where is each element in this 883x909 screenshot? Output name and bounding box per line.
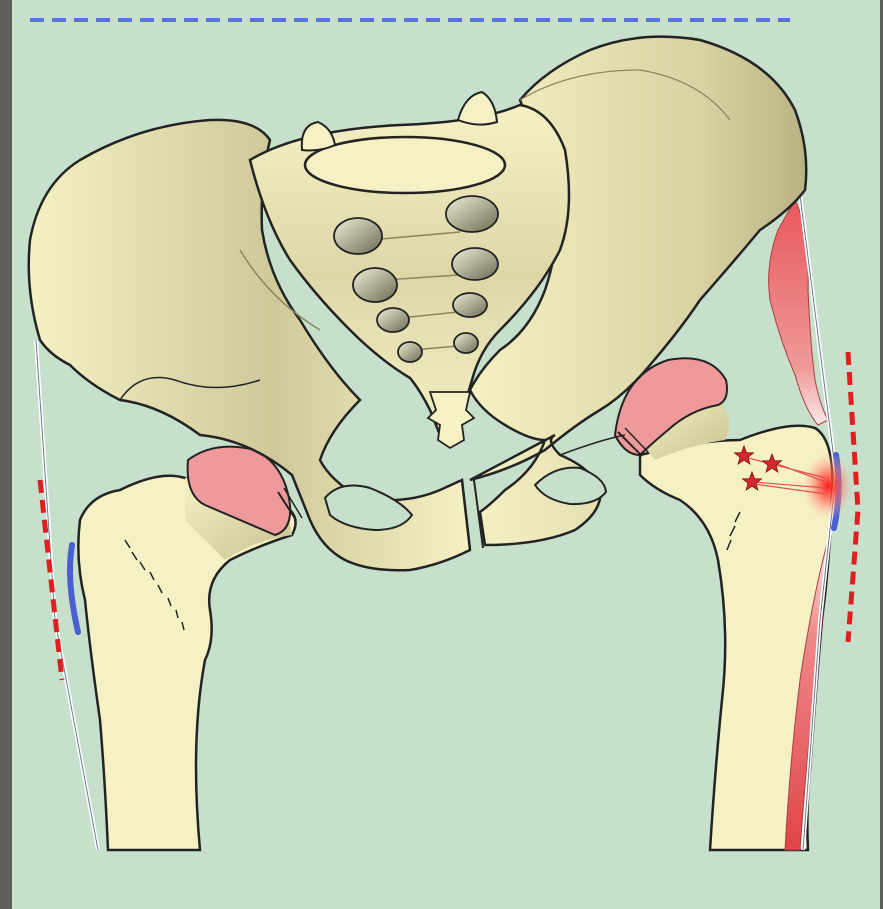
bursa-inflammation bbox=[802, 452, 854, 520]
sacral-foramen bbox=[452, 248, 498, 280]
sacral-foramen bbox=[446, 196, 498, 232]
sacral-foramen bbox=[398, 342, 422, 362]
diagram-canvas bbox=[12, 0, 880, 909]
sacral-foramen bbox=[454, 333, 478, 353]
sacral-foramen bbox=[353, 268, 397, 302]
sacral-foramen bbox=[334, 218, 382, 254]
sacral-foramen bbox=[453, 293, 487, 317]
sacral-foramen bbox=[377, 308, 409, 332]
